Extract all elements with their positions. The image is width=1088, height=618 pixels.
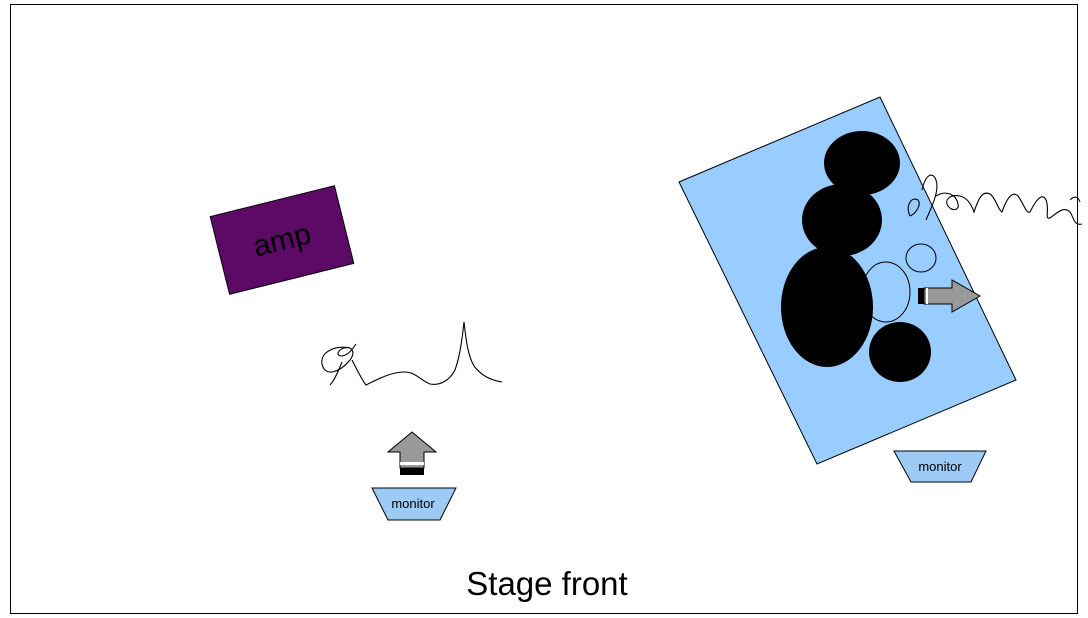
drum-kit [781, 131, 937, 382]
right-signature-scribble [907, 174, 1083, 225]
monitor-wedge-left[interactable]: monitor [371, 487, 457, 521]
cymbal [869, 322, 931, 382]
stage-front-label: Stage front [466, 565, 627, 602]
floor-tom [802, 184, 882, 256]
rack-tom [824, 131, 900, 195]
hihat [905, 243, 937, 273]
left-signature-scribble [321, 321, 503, 386]
amp-box [209, 185, 355, 295]
arrow-right-icon [918, 279, 982, 313]
bass-drum [781, 247, 873, 367]
monitor-label: monitor [391, 496, 435, 511]
drum-stool [861, 261, 911, 323]
monitor-label: monitor [918, 459, 962, 474]
monitor-wedge-right[interactable]: monitor [893, 450, 987, 483]
amp[interactable]: amp [209, 185, 355, 295]
arrow-up-icon [386, 431, 438, 475]
